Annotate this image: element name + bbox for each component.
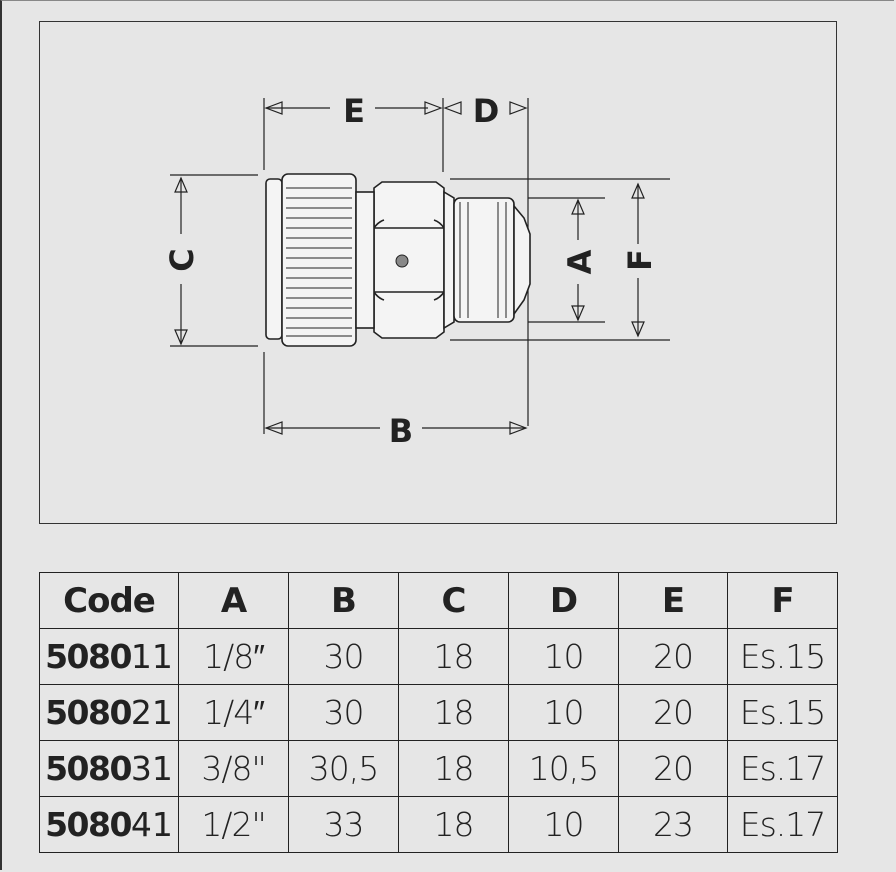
- dimensions-table: Code A B C D E F 508011 1/8″ 30 18 10 20…: [39, 572, 838, 853]
- label-B: B: [389, 412, 413, 450]
- cell-a: 3/8": [178, 740, 289, 797]
- header-c: C: [398, 572, 509, 629]
- table-header-row: Code A B C D E F: [39, 572, 838, 629]
- header-a: A: [178, 572, 289, 629]
- cell-c: 18: [398, 740, 509, 797]
- header-f: F: [727, 572, 838, 629]
- cell-f: Es.15: [727, 684, 838, 741]
- label-C: C: [163, 248, 201, 271]
- technical-drawing: E D B C A F: [39, 21, 837, 524]
- cell-a: 1/4″: [178, 684, 289, 741]
- code-suffix: 41: [130, 805, 173, 844]
- cell-d: 10: [508, 796, 619, 853]
- code-suffix: 21: [130, 693, 173, 732]
- knurling-lines: [286, 187, 507, 337]
- cell-d: 10: [508, 684, 619, 741]
- header-code: Code: [39, 572, 179, 629]
- cell-b: 30: [288, 684, 399, 741]
- cell-d: 10: [508, 628, 619, 685]
- header-d: D: [508, 572, 619, 629]
- table-row: 508031 3/8" 30,5 18 10,5 20 Es.17: [39, 740, 838, 797]
- cell-d: 10,5: [508, 740, 619, 797]
- code-suffix: 31: [130, 749, 173, 788]
- cell-e: 23: [618, 796, 728, 853]
- cell-code: 508041: [39, 796, 179, 853]
- cell-c: 18: [398, 628, 509, 685]
- cell-e: 20: [618, 684, 728, 741]
- hex-hole: [395, 254, 409, 268]
- code-suffix: 11: [130, 637, 173, 676]
- table-row: 508041 1/2" 33 18 10 23 Es.17: [39, 796, 838, 853]
- label-A: A: [561, 249, 599, 274]
- cell-a: 1/2": [178, 796, 289, 853]
- cell-b: 30,5: [288, 740, 399, 797]
- cell-code: 508011: [39, 628, 179, 685]
- cell-b: 33: [288, 796, 399, 853]
- cell-b: 30: [288, 628, 399, 685]
- code-prefix: 5080: [45, 637, 132, 676]
- cell-e: 20: [618, 628, 728, 685]
- label-F: F: [621, 249, 659, 271]
- label-D: D: [473, 92, 500, 130]
- table-row: 508011 1/8″ 30 18 10 20 Es.15: [39, 628, 838, 685]
- cell-code: 508031: [39, 740, 179, 797]
- fitting-drawing-svg: E D B C A F: [163, 92, 670, 450]
- cell-f: Es.15: [727, 628, 838, 685]
- fitting-body: [265, 173, 531, 347]
- cell-code: 508021: [39, 684, 179, 741]
- cell-e: 20: [618, 740, 728, 797]
- cell-f: Es.17: [727, 796, 838, 853]
- cell-c: 18: [398, 796, 509, 853]
- cell-c: 18: [398, 684, 509, 741]
- header-e: E: [618, 572, 728, 629]
- header-b: B: [288, 572, 399, 629]
- label-E: E: [343, 92, 365, 130]
- table-row: 508021 1/4″ 30 18 10 20 Es.15: [39, 684, 838, 741]
- cell-f: Es.17: [727, 740, 838, 797]
- code-prefix: 5080: [45, 749, 132, 788]
- code-prefix: 5080: [45, 693, 132, 732]
- cell-a: 1/8″: [178, 628, 289, 685]
- code-prefix: 5080: [45, 805, 132, 844]
